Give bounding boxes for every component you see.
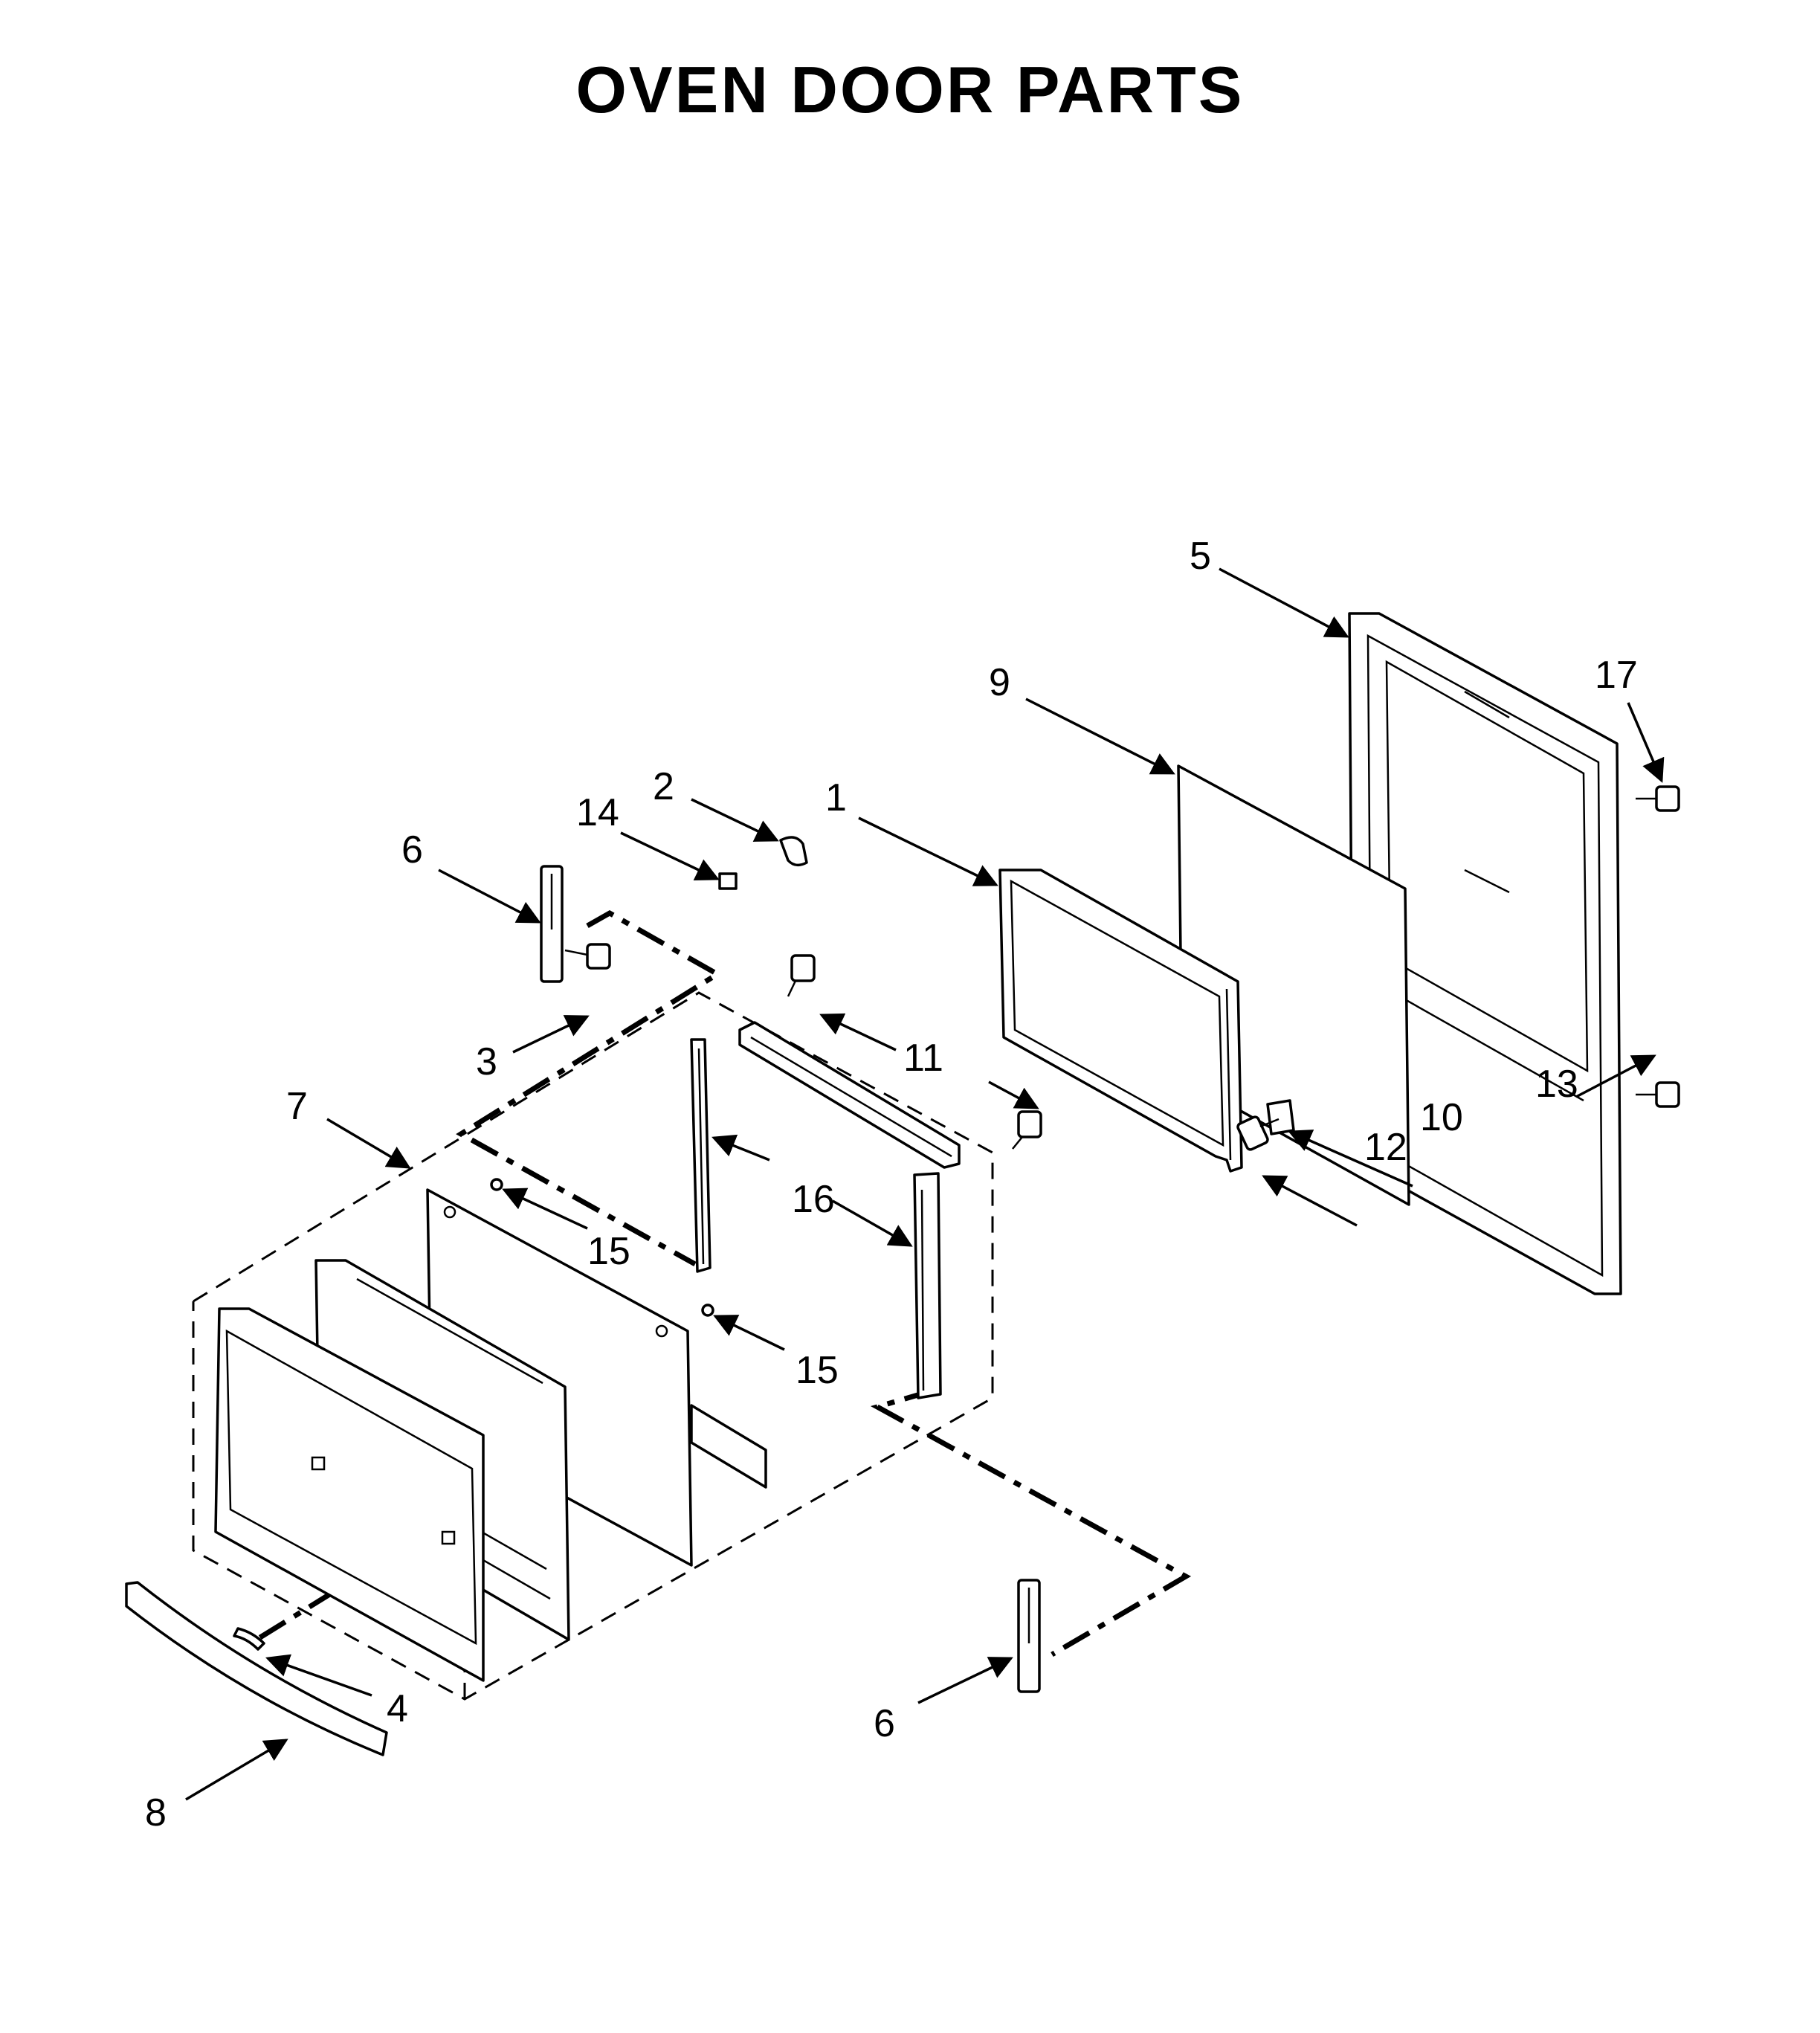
part-13-screw (1636, 1081, 1680, 1108)
callout-12: 12 (1364, 1126, 1407, 1169)
callout-9: 9 (989, 661, 1010, 704)
callout-16: 16 (792, 1178, 835, 1221)
callout-11: 11 (903, 1037, 943, 1080)
part-6-hinge-upper (540, 865, 564, 983)
callout-15-upper: 15 (587, 1230, 630, 1273)
callout-1: 1 (825, 776, 847, 819)
callout-5: 5 (1190, 535, 1211, 578)
part-6-hinge-lower (1017, 1579, 1041, 1693)
part-8-handle (125, 1581, 388, 1756)
leader-arrows (185, 567, 1665, 1801)
guide-lines (255, 909, 1192, 1657)
part-2-clip (779, 836, 808, 867)
callout-15-lower: 15 (796, 1349, 839, 1392)
glass-retainer-strip (690, 1404, 767, 1489)
outer-door-panel (214, 1307, 485, 1682)
callout-3: 3 (476, 1040, 497, 1083)
part-11-top-channel (738, 1021, 961, 1169)
callout-14: 14 (576, 791, 619, 834)
callout-6-upper: 6 (401, 828, 423, 871)
part-1-door-frame (998, 869, 1243, 1173)
part-11-screw-upper (787, 954, 816, 997)
part-3-screw (564, 943, 611, 970)
part-14-clip (718, 872, 738, 890)
part-12-screw (1236, 1115, 1280, 1151)
part-16-left-channel (690, 1038, 711, 1273)
part-15-bumper-upper (490, 1178, 503, 1191)
diagram-title: OVEN DOOR PARTS (575, 53, 1245, 126)
callout-7: 7 (286, 1085, 308, 1128)
callout-2: 2 (653, 765, 674, 808)
part-10-bracket (1266, 1099, 1295, 1135)
callout-8: 8 (145, 1791, 167, 1834)
part-17-screw (1636, 785, 1680, 812)
part-11-screw-lower (1012, 1110, 1042, 1150)
callout-17: 17 (1595, 654, 1638, 697)
part-15-bumper-lower (701, 1304, 714, 1317)
callout-6-lower: 6 (874, 1702, 895, 1745)
callout-13: 13 (1535, 1063, 1578, 1106)
callout-10: 10 (1420, 1096, 1463, 1139)
part-4-badge (233, 1627, 265, 1651)
part-16-right-channel (913, 1172, 942, 1399)
callout-4: 4 (387, 1687, 408, 1730)
